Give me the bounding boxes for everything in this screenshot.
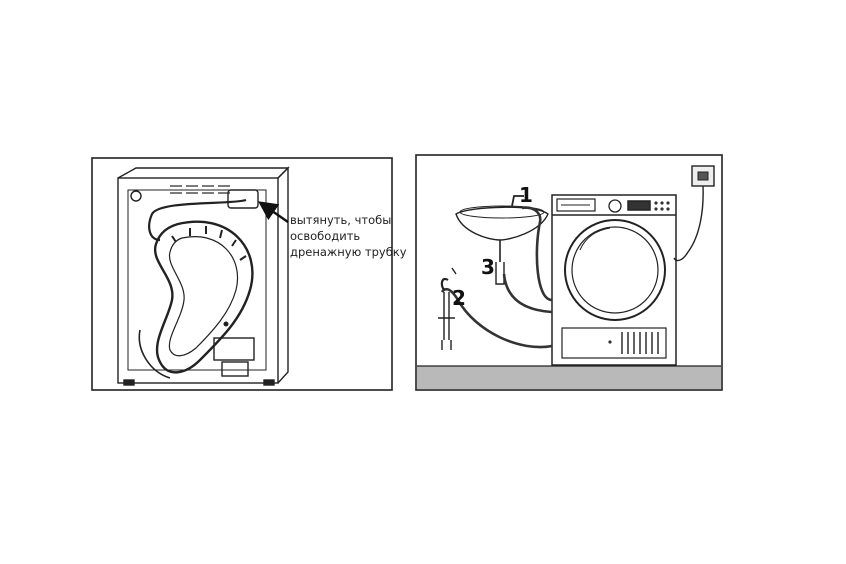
left-panel: вытянуть, чтобы освободить дренажную тру…: [91, 157, 407, 391]
dryer-side: [277, 166, 289, 384]
display: [627, 200, 651, 211]
water-container-drawer: [556, 198, 596, 212]
drain-hoses: [440, 206, 553, 349]
foot-right: [263, 379, 275, 386]
wall-socket: [673, 165, 715, 262]
kickplate-grille: [621, 332, 659, 354]
power-cable: [673, 185, 704, 262]
right-panel: 1 2 3: [415, 154, 723, 391]
dryer-body: [551, 194, 677, 366]
drain-tube: [148, 198, 247, 242]
hose-to-sink: [521, 206, 553, 302]
label-2: 2: [452, 286, 466, 310]
sink: [455, 195, 549, 285]
dryer-front: [551, 194, 677, 366]
caption-line-3: дренажную трубку: [290, 245, 407, 259]
drum-rear: [153, 220, 254, 374]
sink-rim: [459, 205, 545, 219]
plug: [697, 171, 709, 181]
pointer-arrow: [258, 201, 289, 223]
marker-dot: [223, 321, 229, 327]
drain-tube-holder: [227, 189, 259, 209]
drum-teeth: [171, 226, 247, 261]
lower-module: [213, 337, 255, 361]
foot-left: [123, 379, 135, 386]
dryer-rear-view: [117, 166, 290, 386]
siphon: [495, 262, 505, 285]
drum-inner: [168, 236, 239, 357]
pump-housing: [221, 361, 249, 377]
caption-line-2: освободить: [290, 229, 360, 243]
door-glint: [579, 227, 611, 251]
label-3: 3: [481, 255, 495, 279]
hose-to-siphon: [502, 273, 553, 314]
door-inner: [571, 226, 659, 314]
power-cord: [138, 329, 171, 379]
door-outer: [564, 219, 666, 321]
floor: [417, 366, 721, 389]
dryer-cabinet: [117, 177, 279, 384]
control-buttons: [654, 201, 670, 211]
label-1: 1: [519, 183, 533, 207]
left-panel-frame: [91, 157, 393, 391]
faucet: [511, 195, 524, 207]
hose-to-standpipe: [440, 287, 553, 349]
sink-basin: [455, 206, 549, 241]
rear-panel: [127, 189, 267, 371]
top-left-fitting: [130, 190, 142, 202]
standpipe: [438, 267, 457, 350]
program-knob: [608, 199, 622, 213]
right-panel-frame: [415, 154, 723, 391]
kickplate: [561, 327, 667, 359]
caption-line-1: вытянуть, чтобы: [290, 213, 391, 227]
